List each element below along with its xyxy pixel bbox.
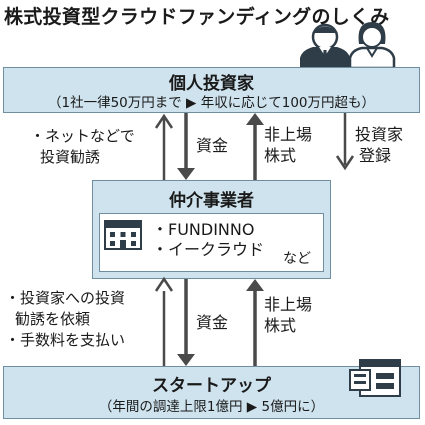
startup-condition: （年間の調達上限1億円 ▶ 5億円に） (98, 399, 325, 415)
woman-icon (348, 22, 396, 70)
top-shares-arrow (246, 113, 264, 180)
investor-heading: 個人投資家 (169, 74, 254, 94)
fee-payment-note: ・手数料を支払い (5, 331, 126, 349)
bottom-shares-label: 非上場 株式 (264, 294, 312, 336)
broker-request-notes: ・投資家への投資 勧誘を依頼 ・手数料を支払い (5, 288, 125, 351)
bottom-shares-arrow (246, 279, 264, 366)
bottom-capital-label: 資金 (196, 313, 229, 332)
top-capital-label: 資金 (196, 136, 229, 155)
platform-ecrowd: ・イークラウド (152, 240, 265, 259)
solicitation-note-line-1: ・ネットなどで (30, 127, 135, 145)
man-icon (300, 23, 350, 68)
solicitation-note: ・ネットなどで 投資勧誘 (30, 126, 135, 168)
broker-request-line-1: ・投資家への投資 (5, 289, 126, 307)
investor-condition: （1社一律50万円まで ▶ 年収に応じて100万円超も） (48, 95, 375, 111)
building-icon (104, 220, 142, 250)
registration-line-1: 投資家 (355, 125, 404, 144)
investor-box: 個人投資家 （1社一律50万円まで ▶ 年収に応じて100万円超も） (3, 67, 420, 113)
broker-box: 仲介事業者 ・FUNDINNO ・イークラウド など (92, 180, 331, 279)
solicitation-arrow (154, 113, 174, 180)
top-shares-line-2: 株式 (264, 146, 297, 165)
broker-request-line-2: 勧誘を依頼 (15, 310, 91, 328)
storefront-icon (349, 359, 401, 397)
broker-etc: など (283, 251, 311, 267)
platform-fundinno: ・FUNDINNO (152, 220, 255, 239)
top-shares-label: 非上場 株式 (264, 124, 312, 166)
top-shares-line-1: 非上場 (264, 125, 313, 144)
registration-label: 投資家 登録 (355, 124, 403, 166)
request-arrow (154, 276, 174, 366)
broker-platform-panel: ・FUNDINNO ・イークラウド など (99, 213, 324, 272)
bottom-shares-line-2: 株式 (264, 316, 297, 335)
diagram-title: 株式投資型クラウドファンディングのしくみ (4, 6, 390, 28)
registration-arrow (335, 113, 355, 171)
registration-line-2: 登録 (359, 146, 392, 165)
top-capital-arrow (177, 113, 195, 180)
solicitation-note-line-2: 投資勧誘 (40, 148, 101, 166)
startup-heading: スタートアップ (152, 376, 271, 396)
bottom-shares-line-1: 非上場 (264, 295, 313, 314)
broker-heading: 仲介事業者 (169, 191, 254, 211)
bottom-capital-arrow (177, 279, 195, 366)
